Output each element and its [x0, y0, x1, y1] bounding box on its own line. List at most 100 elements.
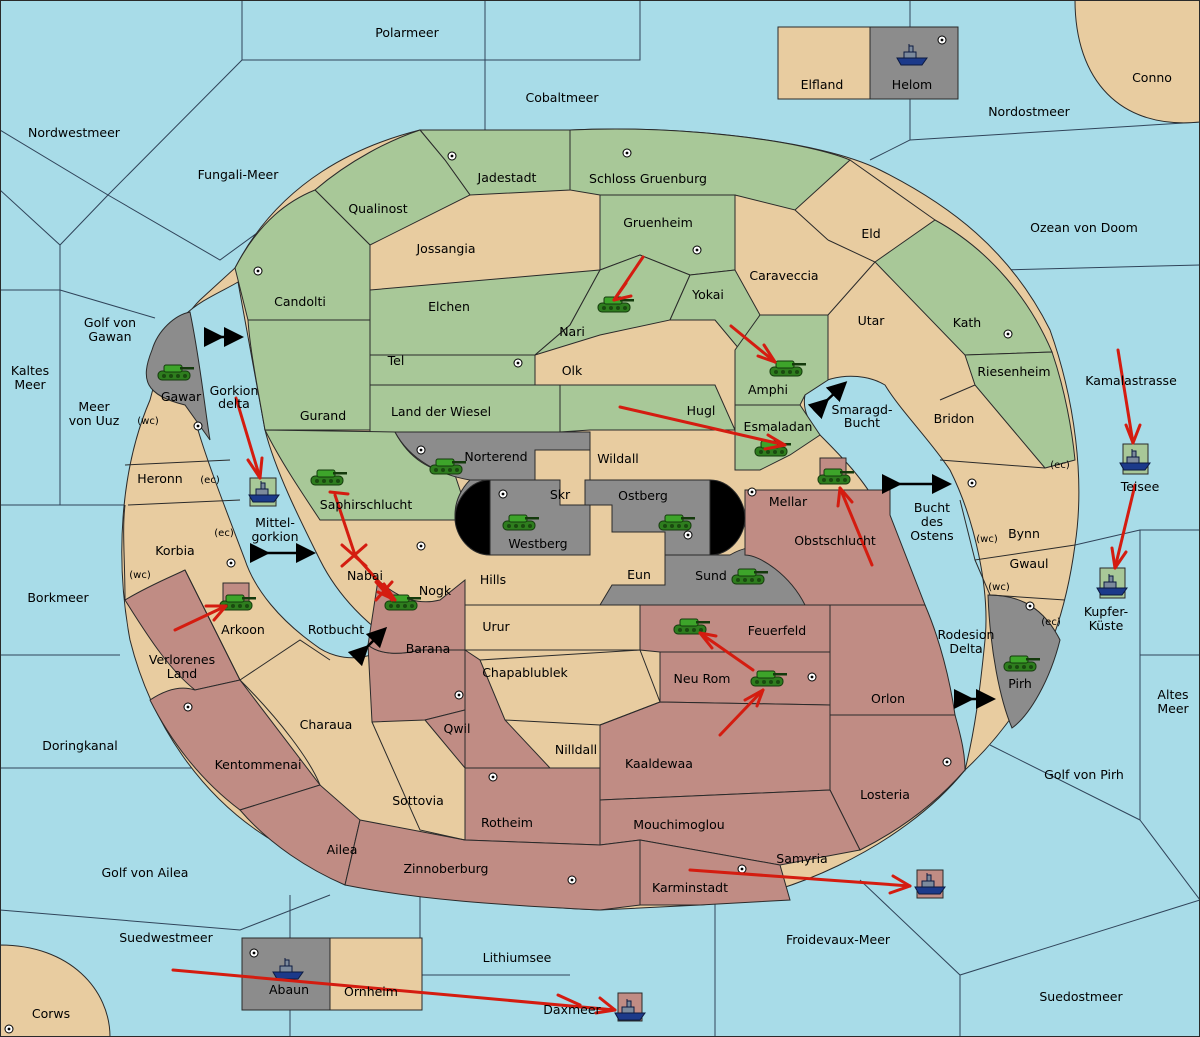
label-jadestadt: Jadestadt — [477, 170, 537, 185]
label-suedostmeer: Suedostmeer — [1039, 989, 1123, 1004]
label-mellar: Mellar — [769, 494, 808, 509]
label-kupfer-kueste-2: Küste — [1089, 618, 1124, 633]
label-meer-von-uuz-1: Meer — [78, 399, 110, 414]
label-rodesion-delta-2: Delta — [949, 641, 982, 656]
label-skr: Skr — [550, 487, 571, 502]
label-golf-von-pirh: Golf von Pirh — [1044, 767, 1124, 782]
label-abaun: Abaun — [269, 982, 309, 997]
label-hills: Hills — [480, 572, 506, 587]
label-altes-meer-1: Altes — [1157, 687, 1188, 702]
label-arkoon: Arkoon — [221, 622, 265, 637]
label-mittelgorkion-1: Mittel- — [255, 515, 295, 530]
label-qwil: Qwil — [443, 721, 470, 736]
label-heronn: Heronn — [137, 471, 182, 486]
label-helom: Helom — [892, 77, 932, 92]
label-golf-von-gawan-1: Golf von — [84, 315, 136, 330]
label-orlon: Orlon — [871, 691, 905, 706]
label-olk: Olk — [562, 363, 583, 378]
label-pirh: Pirh — [1008, 676, 1032, 691]
label-yokai: Yokai — [691, 287, 724, 302]
label-daxmeer: Daxmeer — [543, 1002, 601, 1017]
label-nilldall: Nilldall — [555, 742, 597, 757]
green-territories — [234, 128, 1076, 521]
label-rotbucht: Rotbucht — [308, 622, 364, 637]
label-bucht-des-ostens-3: Ostens — [910, 528, 953, 543]
label-urur: Urur — [482, 619, 510, 634]
label-qualinost: Qualinost — [348, 201, 407, 216]
label-lithiumsee: Lithiumsee — [483, 950, 552, 965]
label-gawar-wc: (wc) — [137, 416, 159, 427]
label-amphi: Amphi — [748, 382, 788, 397]
label-caraveccia: Caraveccia — [749, 268, 818, 283]
label-teisee-ec: (ec) — [1050, 460, 1070, 471]
label-riesenheim: Riesenheim — [977, 364, 1050, 379]
label-chapablublek: Chapablublek — [482, 665, 568, 680]
label-verlorenes-land-2: Land — [167, 666, 197, 681]
label-gorkion-delta-1: Gorkion — [210, 383, 259, 398]
label-esmaladan: Esmaladan — [744, 419, 813, 434]
label-korbia-ec: (ec) — [214, 528, 234, 539]
label-bynn: Bynn — [1008, 526, 1040, 541]
region-ornheim — [329, 937, 423, 1011]
label-eld: Eld — [861, 226, 880, 241]
label-sottovia: Sottovia — [392, 793, 444, 808]
convoy-arrows — [204, 327, 996, 709]
label-ostberg: Ostberg — [618, 488, 668, 503]
label-suedwestmeer: Suedwestmeer — [119, 930, 213, 945]
label-nordostmeer: Nordostmeer — [988, 104, 1070, 119]
label-rodesion-delta-1: Rodesion — [938, 627, 995, 642]
label-golf-von-ailea: Golf von Ailea — [102, 865, 189, 880]
label-meer-von-uuz-2: von Uuz — [69, 413, 120, 428]
label-samyria: Samyria — [776, 851, 827, 866]
label-saphirschlucht: Saphirschlucht — [320, 497, 413, 512]
label-neu-rom: Neu Rom — [674, 671, 731, 686]
label-land-der-wiesel: Land der Wiesel — [391, 404, 491, 419]
label-gwaul: Gwaul — [1010, 556, 1049, 571]
label-gruenheim: Gruenheim — [623, 215, 693, 230]
label-feuerfeld: Feuerfeld — [748, 623, 806, 638]
label-altes-meer-2: Meer — [1157, 701, 1189, 716]
label-ornheim: Ornheim — [344, 984, 398, 999]
label-westberg: Westberg — [508, 536, 567, 551]
label-utar: Utar — [858, 313, 886, 328]
label-nabai: Nabai — [347, 568, 383, 583]
order-arrows — [171, 255, 1142, 1015]
label-kamalastrasse: Kamalastrasse — [1085, 373, 1177, 388]
label-kaltes-meer-2: Meer — [14, 377, 46, 392]
label-golf-von-gawan-2: Gawan — [88, 329, 131, 344]
label-tel: Tel — [387, 353, 405, 368]
label-verlorenes-land-1: Verlorenes — [149, 652, 215, 667]
label-obstschlucht: Obstschlucht — [794, 533, 876, 548]
label-korbia: Korbia — [155, 543, 194, 558]
label-ailea: Ailea — [327, 842, 358, 857]
label-candolti: Candolti — [274, 294, 326, 309]
label-cobaltmeer: Cobaltmeer — [525, 90, 599, 105]
label-bucht-des-ostens-1: Bucht — [914, 500, 950, 515]
label-kaltes-meer-1: Kaltes — [11, 363, 49, 378]
region-conno — [1074, 0, 1200, 124]
label-nordwestmeer: Nordwestmeer — [28, 125, 121, 140]
label-kupfer-kueste-1: Kupfer- — [1084, 604, 1128, 619]
label-zinnoberburg: Zinnoberburg — [403, 861, 488, 876]
label-kentommenai: Kentommenai — [215, 757, 302, 772]
label-heronn-ec: (ec) — [200, 475, 220, 486]
label-jossangia: Jossangia — [415, 241, 475, 256]
label-karminstadt: Karminstadt — [652, 880, 728, 895]
label-smaragd-bucht-2: Bucht — [844, 415, 880, 430]
label-corws: Corws — [32, 1006, 70, 1021]
label-gurand: Gurand — [300, 408, 346, 423]
label-bucht-des-ostens-2: des — [921, 514, 943, 529]
label-teisee: Teisee — [1120, 479, 1160, 494]
neutral-borders — [123, 159, 1076, 841]
label-smaragd-bucht-1: Smaragd- — [832, 402, 893, 417]
label-charaua: Charaua — [300, 717, 353, 732]
label-pirh-ec: (ec) — [1041, 617, 1061, 628]
label-eun: Eun — [627, 567, 651, 582]
label-kath: Kath — [953, 315, 981, 330]
label-ozean-von-doom: Ozean von Doom — [1030, 220, 1138, 235]
label-bridon: Bridon — [934, 411, 975, 426]
label-mittelgorkion-2: gorkion — [251, 529, 298, 544]
label-bynn-wc: (wc) — [976, 534, 998, 545]
